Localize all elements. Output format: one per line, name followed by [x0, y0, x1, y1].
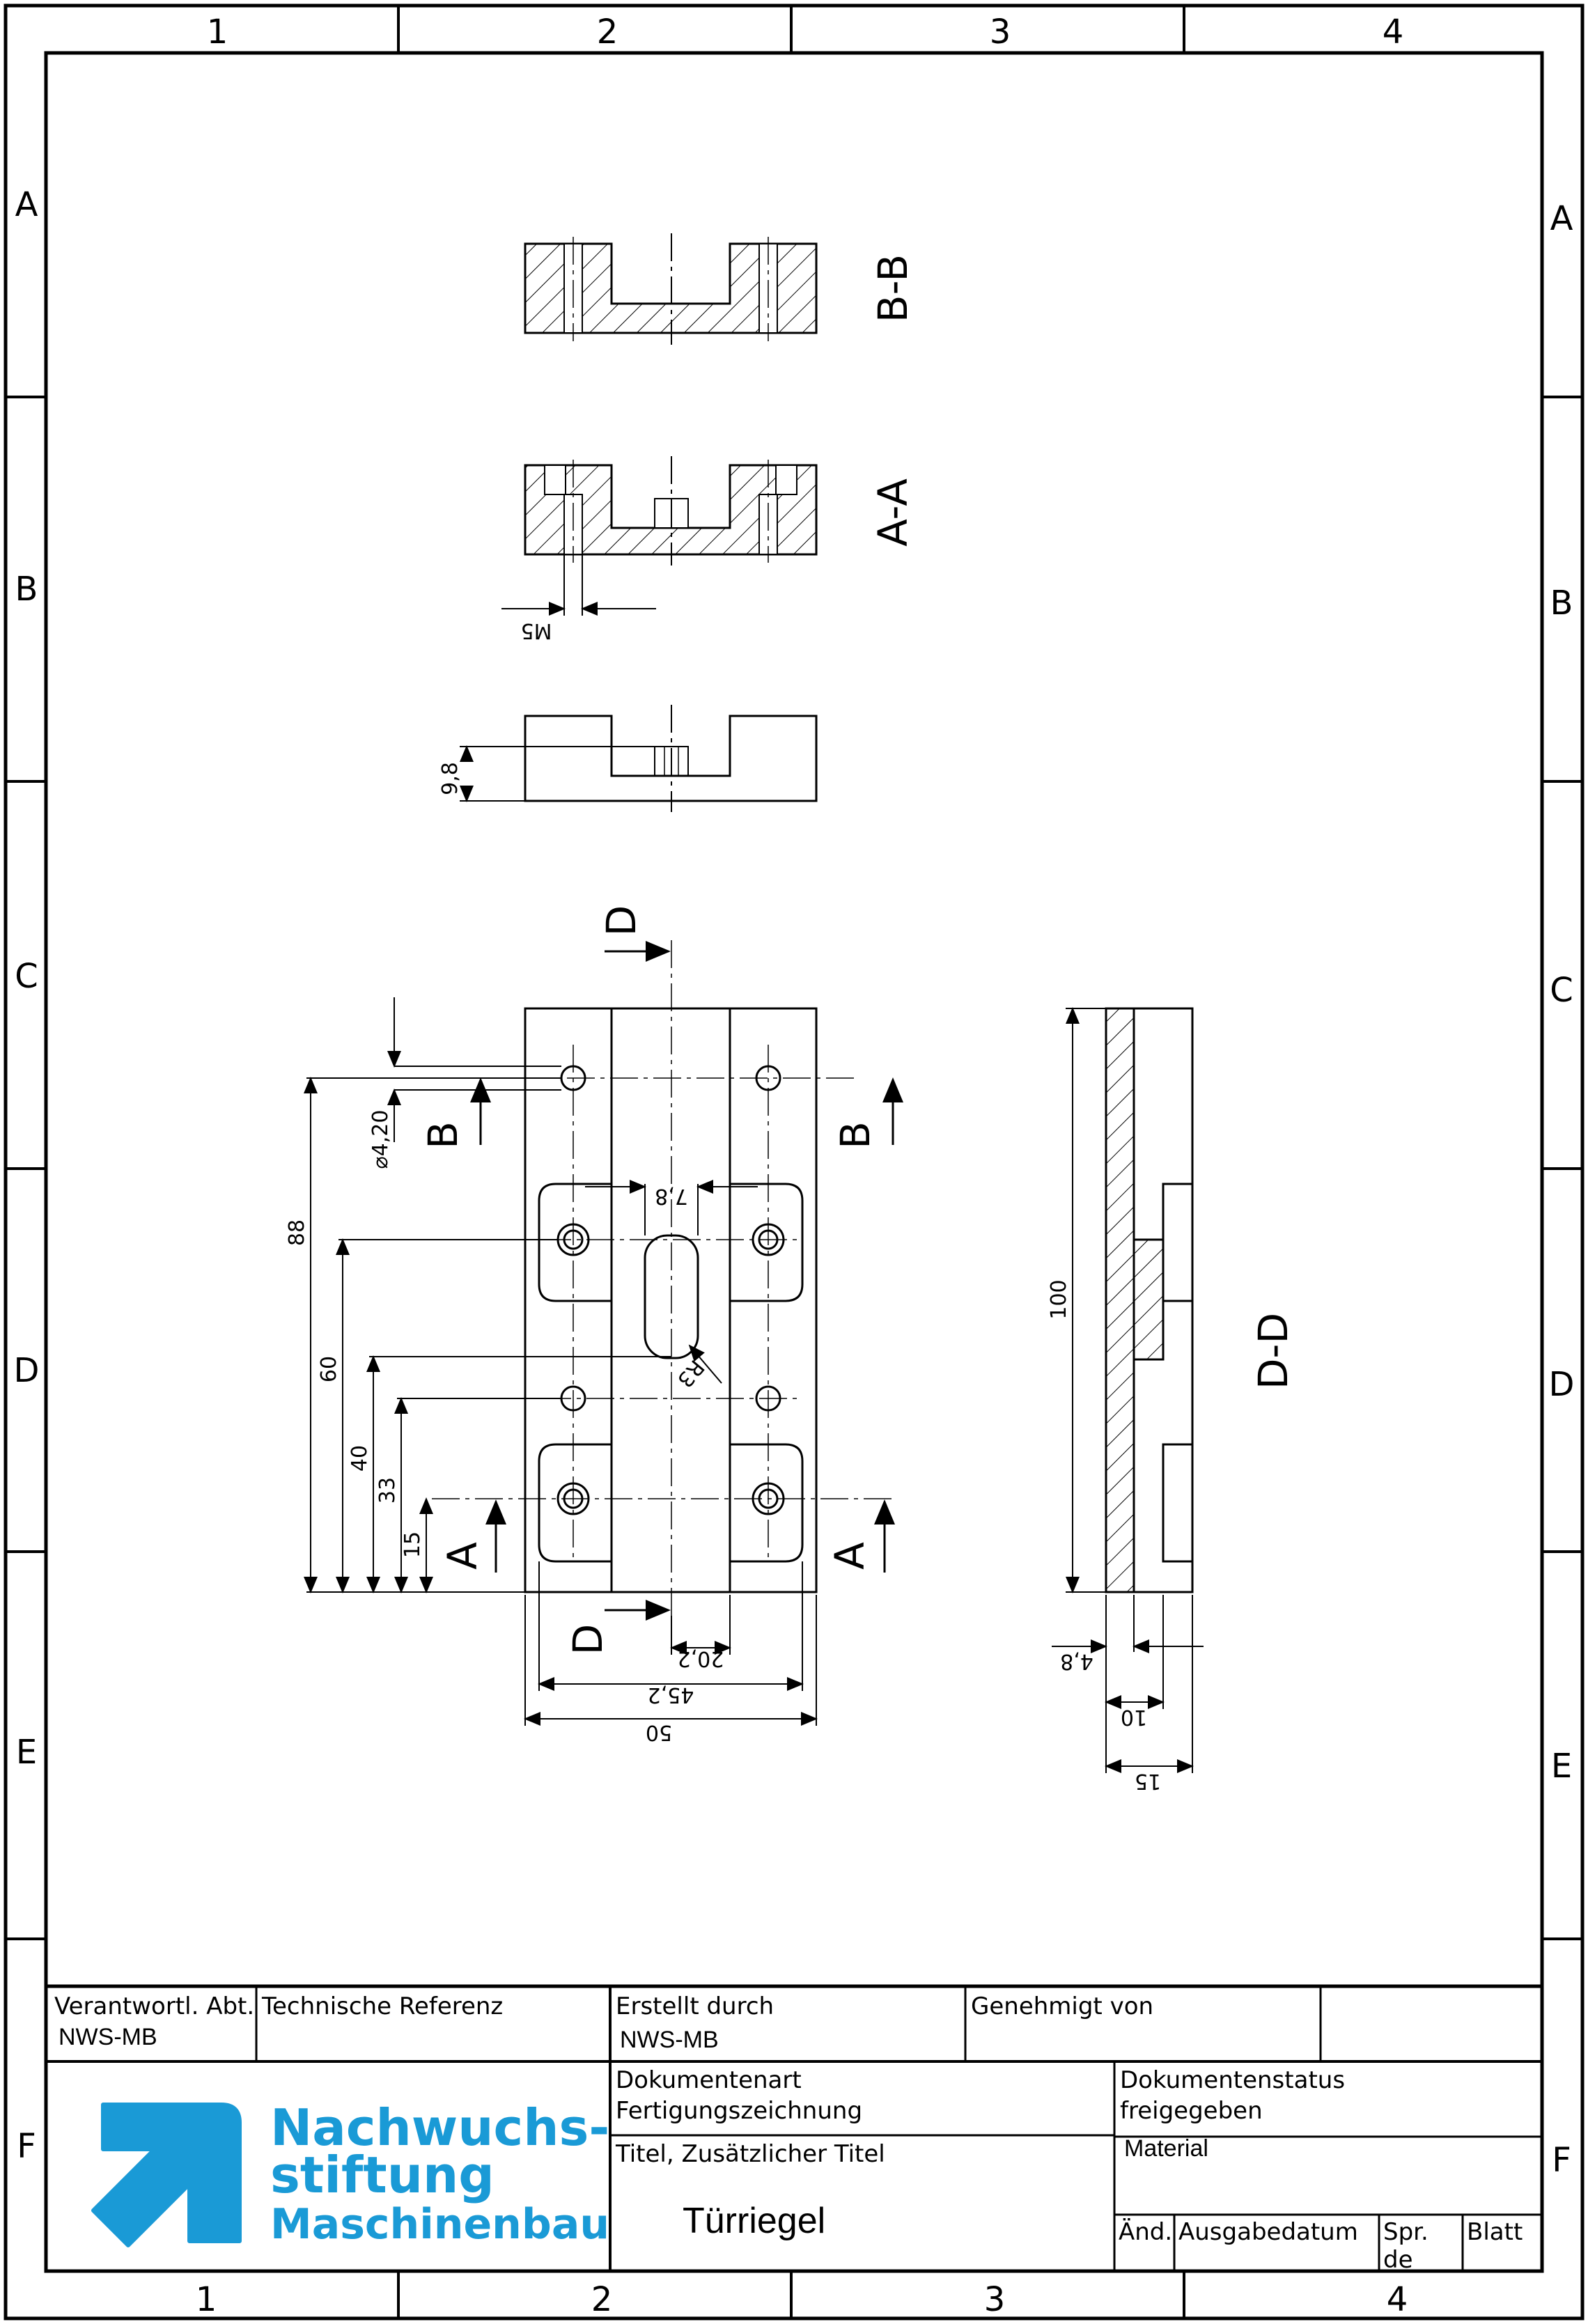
dimension-15: 15	[400, 1531, 425, 1558]
sheet-label: Blatt	[1467, 2218, 1523, 2246]
doc-status-label: Dokumentenstatus	[1120, 2066, 1345, 2094]
created-by-value: NWS-MB	[620, 2027, 719, 2053]
dimension-20-2: 20,2	[678, 1646, 724, 1671]
dimension-15-side: 15	[1135, 1769, 1161, 1793]
cut-label-d-top: D	[598, 905, 645, 937]
zone-col-4-top: 4	[1383, 13, 1404, 52]
zone-row-b-left: B	[15, 570, 38, 609]
dimension-7-8: 7,8	[655, 1184, 688, 1208]
zone-col-2-top: 2	[597, 13, 618, 52]
dimension-m5: M5	[521, 618, 552, 643]
zone-col-1-top: 1	[207, 13, 228, 52]
dimension-88: 88	[285, 1219, 309, 1246]
dimension-45-2: 45,2	[648, 1683, 694, 1707]
approved-by-label: Genehmigt von	[971, 1992, 1153, 2020]
zone-col-3-top: 3	[990, 13, 1011, 52]
dimension-9-8: 9,8	[438, 762, 462, 795]
zone-row-a-left: A	[15, 185, 38, 224]
nachwuchsstiftung-logo: Nachwuchs- stiftung Maschinenbau	[91, 2098, 609, 2249]
dimension-hole-diameter: ⌀4,20	[368, 1110, 393, 1169]
doc-status-value: freigegeben	[1120, 2097, 1263, 2125]
logo-line-1: Nachwuchs-	[270, 2098, 609, 2157]
zone-row-e-right: E	[1551, 1747, 1572, 1786]
zone-col-4-bottom: 4	[1387, 2280, 1408, 2319]
dimension-4-8: 4,8	[1060, 1649, 1093, 1674]
issue-date-label: Ausgabedatum	[1178, 2218, 1358, 2246]
resp-dept-value: NWS-MB	[59, 2024, 157, 2050]
section-bb-label: B-B	[869, 254, 917, 322]
front-view	[460, 705, 818, 812]
outer-frame	[3, 3, 1585, 2321]
dimension-100: 100	[1047, 1279, 1071, 1319]
doc-type-label: Dokumentenart	[616, 2066, 802, 2094]
created-by-label: Erstellt durch	[616, 1992, 774, 2020]
revision-label: Änd.	[1119, 2218, 1172, 2246]
language-label: Spr.	[1383, 2218, 1429, 2246]
dimension-50: 50	[646, 1720, 672, 1745]
drawing-title: Türriegel	[683, 2201, 825, 2241]
title-block	[46, 1984, 1542, 2271]
cut-label-a-left: A	[439, 1542, 486, 1570]
zone-row-d-right: D	[1549, 1365, 1575, 1404]
zone-row-c-right: C	[1550, 971, 1573, 1010]
tech-ref-label: Technische Referenz	[261, 1992, 503, 2020]
zone-col-3-bottom: 3	[984, 2280, 1006, 2319]
title-label: Titel, Zusätzlicher Titel	[615, 2140, 885, 2168]
zone-row-e-left: E	[16, 1733, 37, 1772]
doc-type-value: Fertigungszeichnung	[616, 2097, 862, 2125]
zone-row-c-left: C	[15, 957, 38, 996]
cut-label-b-left: B	[419, 1121, 467, 1149]
arrow-logo-icon	[91, 2103, 242, 2247]
cut-label-b-right: B	[832, 1121, 879, 1149]
cut-label-a-right: A	[826, 1542, 873, 1570]
dimension-40: 40	[348, 1445, 372, 1472]
cut-label-d-bottom: D	[564, 1624, 612, 1655]
inner-frame	[44, 51, 1544, 2273]
section-bb-view	[524, 233, 818, 345]
section-dd-label: D-D	[1250, 1313, 1297, 1389]
material-label: Material	[1124, 2135, 1208, 2162]
zone-row-b-right: B	[1550, 584, 1573, 623]
section-aa-label: A-A	[869, 478, 917, 547]
zone-col-1-bottom: 1	[196, 2280, 217, 2319]
zone-row-f-right: F	[1552, 2141, 1571, 2180]
dimension-60: 60	[317, 1356, 341, 1382]
top-view	[304, 940, 903, 1726]
section-dd-view	[1052, 1007, 1204, 1773]
language-value: de	[1383, 2246, 1413, 2274]
zone-col-2-bottom: 2	[591, 2280, 613, 2319]
dimension-10: 10	[1121, 1705, 1147, 1729]
logo-line-2: stiftung	[270, 2146, 495, 2204]
section-aa-view	[501, 456, 818, 616]
zone-row-d-left: D	[14, 1351, 40, 1390]
logo-line-3: Maschinenbau	[270, 2200, 609, 2249]
zone-row-a-right: A	[1550, 199, 1573, 238]
zone-row-f-left: F	[17, 2127, 36, 2166]
resp-dept-label: Verantwortl. Abt.	[54, 1992, 254, 2020]
dimension-33: 33	[375, 1477, 400, 1504]
